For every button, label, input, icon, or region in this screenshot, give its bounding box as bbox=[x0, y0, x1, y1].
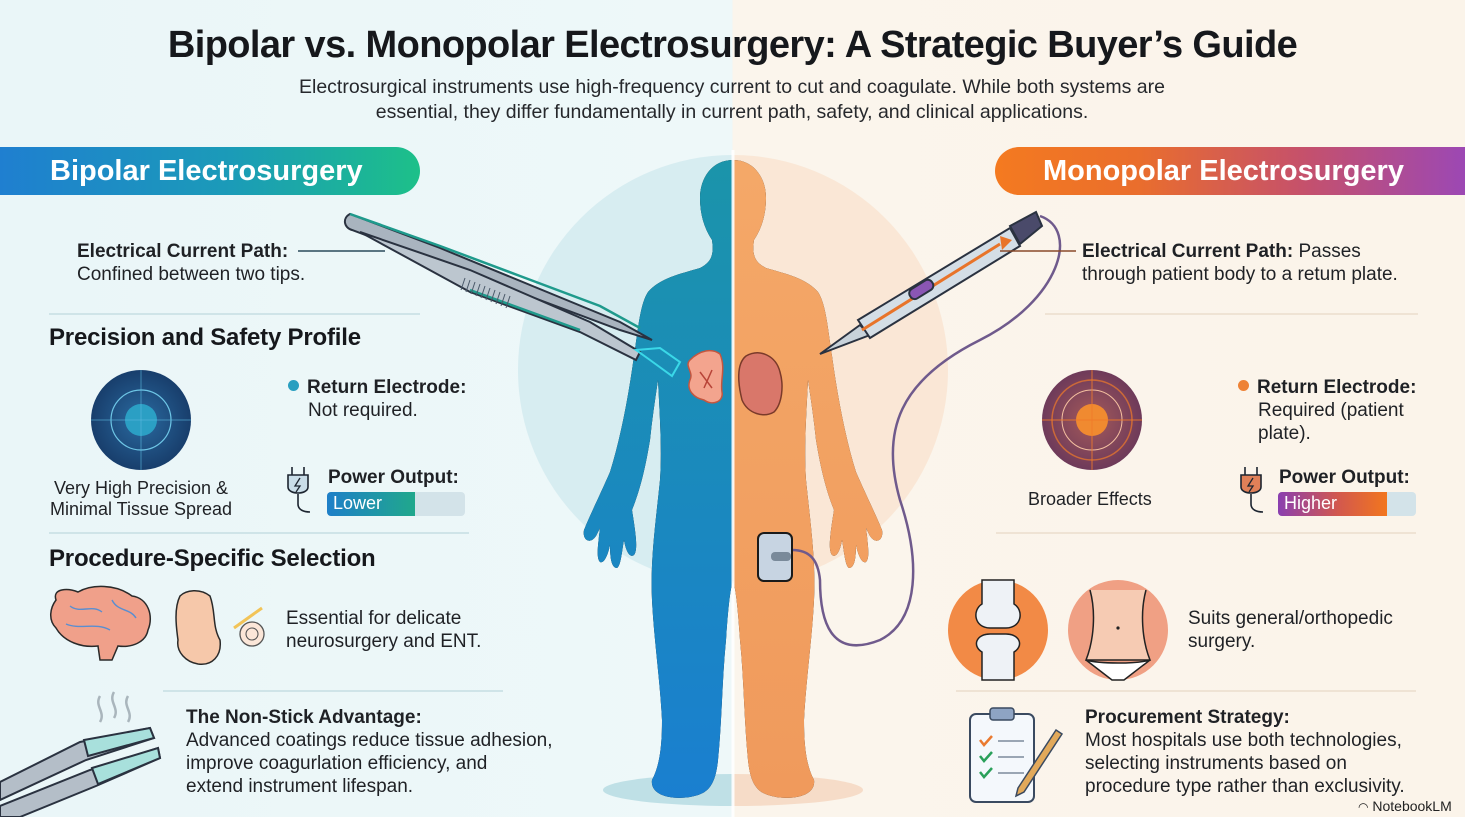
non-stick-line-1: Advanced coatings reduce tissue adhesion… bbox=[186, 730, 553, 751]
bipolar-procedure-text: Essential for delicate neurosurgery and … bbox=[286, 607, 481, 653]
procurement-line-2: selecting instruments based on bbox=[1085, 753, 1347, 774]
broad-effect-target-icon bbox=[1042, 370, 1142, 470]
current-path-label: Electrical Current Path: bbox=[1082, 241, 1294, 262]
bullet-dot bbox=[1238, 380, 1249, 391]
non-stick-label: The Non-Stick Advantage: bbox=[186, 707, 422, 728]
page-subtitle: Electrosurgical instruments use high-fre… bbox=[232, 75, 1232, 125]
knee-joint-icon bbox=[948, 579, 1048, 681]
bipolar-current-path: Electrical Current Path: Confined betwee… bbox=[77, 240, 305, 286]
non-stick-line-3: extend instrument lifespan. bbox=[186, 776, 414, 797]
procurement-label: Procurement Strategy: bbox=[1085, 707, 1290, 728]
abdomen-icon bbox=[1068, 580, 1168, 681]
procedure-line-2: surgery. bbox=[1188, 631, 1256, 652]
precision-heading: Precision and Safety Profile bbox=[49, 324, 361, 351]
return-electrode-text: Not required. bbox=[308, 400, 418, 421]
human-body-comparison-illustration bbox=[0, 150, 1264, 817]
divider bbox=[956, 690, 1416, 692]
ear-icon bbox=[175, 590, 265, 665]
current-path-text-2: through patient body to a retum plate. bbox=[1082, 264, 1398, 285]
brain-icon bbox=[50, 585, 152, 661]
non-stick-advantage: The Non-Stick Advantage: Advanced coatin… bbox=[186, 706, 553, 798]
bullet-dot bbox=[288, 380, 299, 391]
watermark-text: NotebookLM bbox=[1372, 798, 1452, 814]
bipolar-return-electrode: Return Electrode: Not required. bbox=[288, 376, 466, 422]
page-title: Bipolar vs. Monopolar Electrosurgery: A … bbox=[167, 24, 1298, 66]
procurement-line-1: Most hospitals use both technologies, bbox=[1085, 730, 1402, 751]
precision-caption: Very High Precision & Minimal Tissue Spr… bbox=[40, 478, 242, 520]
non-stick-line-2: improve coagurlation efficiency, and bbox=[186, 753, 488, 774]
power-output-label: Power Output: bbox=[328, 467, 459, 488]
current-path-text: Confined between two tips. bbox=[77, 264, 306, 285]
monopolar-return-electrode: Return Electrode: Required (patient plat… bbox=[1238, 376, 1416, 445]
plug-icon-monopolar bbox=[1240, 467, 1264, 513]
plug-icon-bipolar bbox=[287, 467, 311, 513]
monopolar-procedure-text: Suits general/orthopedic surgery. bbox=[1188, 607, 1393, 653]
procurement-strategy: Procurement Strategy: Most hospitals use… bbox=[1085, 706, 1405, 798]
current-path-text-1: Passes bbox=[1293, 241, 1361, 262]
power-output-bar-lower: Lower bbox=[327, 492, 465, 516]
caption-line-2: Minimal Tissue Spread bbox=[49, 499, 233, 519]
power-output-bar-higher: Higher bbox=[1278, 492, 1416, 516]
divider bbox=[49, 532, 469, 534]
notebooklm-watermark: ◠ NotebookLM bbox=[1358, 798, 1452, 814]
divider bbox=[996, 532, 1416, 534]
current-path-label: Electrical Current Path: bbox=[77, 241, 289, 262]
precision-target-icon bbox=[91, 370, 191, 470]
precision-caption: Broader Effects bbox=[1028, 489, 1152, 509]
procedure-heading: Procedure-Specific Selection bbox=[49, 545, 376, 572]
divider bbox=[1045, 313, 1418, 315]
power-level-text: Higher bbox=[1284, 493, 1338, 513]
heat-steam-icon bbox=[97, 691, 131, 723]
monopolar-current-path: Electrical Current Path: Passes through … bbox=[1082, 240, 1398, 286]
power-output-label: Power Output: bbox=[1279, 467, 1410, 488]
monopolar-section-banner: Monopolar Electrosurgery bbox=[995, 147, 1465, 195]
procedure-line-1: Suits general/orthopedic bbox=[1188, 608, 1393, 629]
monopolar-pencil-icon bbox=[819, 210, 1044, 355]
bipolar-forceps-icon bbox=[344, 212, 682, 378]
return-electrode-label: Return Electrode: bbox=[307, 377, 467, 398]
procedure-line-2: neurosurgery and ENT. bbox=[286, 631, 482, 652]
subtitle-line-2: essential, they differ fundamentally in … bbox=[375, 101, 1089, 123]
clipboard-checklist-icon bbox=[969, 707, 1064, 803]
notebooklm-logo-icon: ◠ bbox=[1358, 800, 1369, 814]
divider bbox=[163, 690, 503, 692]
subtitle-line-1: Electrosurgical instruments use high-fre… bbox=[298, 76, 1165, 98]
return-electrode-line-2: plate). bbox=[1258, 423, 1311, 444]
return-electrode-line-1: Required (patient bbox=[1258, 400, 1404, 421]
procurement-line-3: procedure type rather than exclusivity. bbox=[1085, 776, 1405, 797]
bipolar-section-banner: Bipolar Electrosurgery bbox=[0, 147, 420, 195]
non-stick-forceps-icon bbox=[0, 726, 162, 817]
caption-line-1: Very High Precision & bbox=[53, 478, 229, 498]
return-electrode-label: Return Electrode: bbox=[1257, 377, 1417, 398]
divider bbox=[49, 313, 420, 315]
power-level-text: Lower bbox=[333, 493, 383, 513]
procedure-line-1: Essential for delicate bbox=[286, 608, 462, 629]
